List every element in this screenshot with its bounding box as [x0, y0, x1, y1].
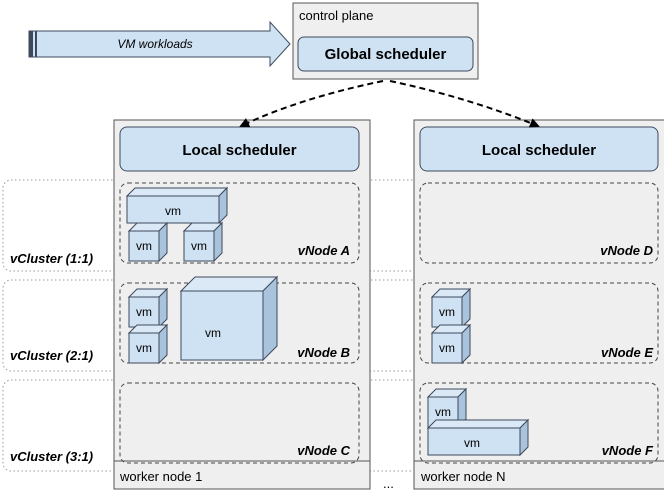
vm-box: vm — [180, 276, 278, 361]
vnode-a-box — [119, 182, 360, 264]
vnode-f-box — [419, 382, 659, 464]
vm-label: vm — [136, 341, 152, 355]
ellipsis-text: ... — [383, 476, 394, 491]
vnode-d-box — [419, 182, 659, 264]
vnode-e-box — [419, 282, 659, 364]
vm-box: vm — [427, 388, 467, 428]
global-scheduler — [297, 36, 474, 72]
vm-box: vm — [128, 288, 168, 328]
vm-box: vm — [431, 324, 471, 364]
vnode-d-label: vNode D — [600, 243, 653, 258]
global-scheduler-label: Global scheduler — [325, 46, 447, 63]
vnode-f-label: vNode F — [602, 443, 654, 458]
vm-label: vm — [435, 405, 451, 419]
vnode-b-label: vNode B — [297, 345, 350, 360]
vm-box: vm — [183, 222, 223, 262]
vm-label: vm — [191, 239, 207, 253]
local-scheduler-n-label: Local scheduler — [482, 142, 596, 159]
dispatch-arrow-node-1 — [239, 80, 384, 128]
vnode-e-label: vNode E — [601, 345, 653, 360]
vnode-a-label: vNode A — [298, 243, 350, 258]
worker-node-n-title: worker node N — [420, 469, 506, 484]
vnode-c-box — [119, 382, 360, 464]
vm-box: vm — [126, 187, 228, 224]
vm-label: vm — [439, 305, 455, 319]
local-scheduler-1-label: Local scheduler — [182, 142, 296, 159]
vcluster-label-3: vCluster (3:1) — [10, 449, 93, 464]
vcluster-label-1: vCluster (1:1) — [10, 251, 93, 266]
vm-label: vm — [136, 239, 152, 253]
vm-label: vm — [165, 204, 181, 218]
dispatch-arrow-node-n — [389, 80, 540, 128]
control-plane: control plane Global scheduler — [292, 2, 479, 80]
vnode-c-label: vNode C — [297, 443, 350, 458]
vm-label: vm — [464, 436, 480, 450]
vm-box: vm — [128, 222, 168, 262]
worker-node-1-title: worker node 1 — [119, 469, 202, 484]
vm-label: vm — [136, 305, 152, 319]
vm-workloads-arrow: VM workloads — [28, 20, 291, 68]
vm-box: vm — [427, 419, 529, 456]
vcluster-label-2: vCluster (2:1) — [10, 348, 93, 363]
control-plane-title: control plane — [299, 8, 373, 23]
vm-box: vm — [128, 324, 168, 364]
vm-label: vm — [439, 341, 455, 355]
vnode-b-box — [119, 282, 360, 364]
vm-workloads-label: VM workloads — [117, 37, 192, 51]
vm-box: vm — [431, 288, 471, 328]
vm-label: vm — [205, 326, 221, 340]
